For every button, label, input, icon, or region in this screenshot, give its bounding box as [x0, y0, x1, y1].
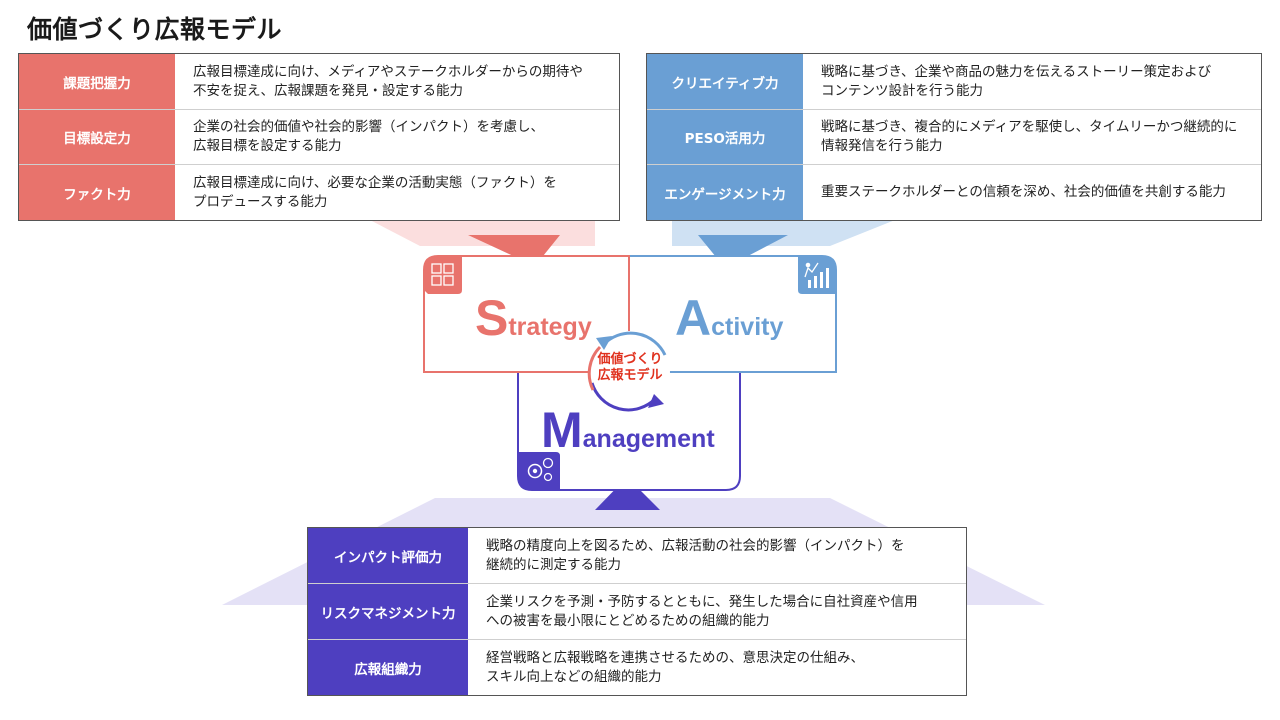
- activity-rest: ctivity: [711, 313, 783, 341]
- row-description-line: 経営戦略と広報戦略を連携させるための、意思決定の仕組み、: [486, 649, 864, 666]
- row-description-line: 戦略の精度向上を図るため、広報活動の社会的影響（インパクト）を: [486, 537, 905, 554]
- management-row-risk-management: リスクマネジメント力 企業リスクを予測・予防するとともに、発生した場合に自社資産…: [308, 584, 966, 639]
- strategy-rest: trategy: [508, 313, 591, 341]
- strategy-row-goal-setting: 目標設定力 企業の社会的価値や社会的影響（インパクト）を考慮し、 広報目標を設定…: [19, 110, 619, 164]
- row-label: インパクト評価力: [308, 528, 468, 583]
- strategy-funnel: [370, 220, 595, 246]
- row-description-line: スキル向上などの組織的能力: [486, 668, 662, 685]
- cycle-center-background: [588, 331, 670, 413]
- strategy-initial: S: [475, 290, 508, 346]
- row-label: リスクマネジメント力: [308, 584, 468, 639]
- management-pointer-triangle: [595, 477, 660, 510]
- row-description-line: プロデュースする能力: [193, 193, 328, 210]
- center-label-line-1: 価値づくり: [597, 352, 663, 367]
- row-description-line: 重要ステークホルダーとの信頼を深め、社会的価値を共創する能力: [821, 184, 1226, 200]
- management-row-pr-organization: 広報組織力 経営戦略と広報戦略を連携させるための、意思決定の仕組み、 スキル向上…: [308, 640, 966, 695]
- row-divider: [19, 164, 619, 165]
- puzzle-icon: [424, 256, 462, 294]
- cycle-arrowhead-top: [596, 336, 612, 350]
- management-abilities-panel: インパクト評価力 戦略の精度向上を図るため、広報活動の社会的影響（インパクト）を…: [307, 527, 967, 696]
- row-description: 広報目標達成に向け、メディアやステークホルダーからの期待や 不安を捉え、広報課題…: [175, 54, 619, 109]
- cycle-arrowhead-bottom: [648, 394, 664, 408]
- row-description-line: 企業リスクを予測・予防するとともに、発生した場合に自社資産や信用: [486, 593, 918, 610]
- row-description-line: 広報目標を設定する能力: [193, 138, 342, 154]
- strategy-row-fact: ファクト力 広報目標達成に向け、必要な企業の活動実態（ファクト）を プロデュース…: [19, 165, 619, 220]
- row-description-line: 戦略に基づき、複合的にメディアを駆使し、タイムリーかつ継続的に: [821, 119, 1238, 135]
- cycle-arrow-bottom: [590, 382, 657, 412]
- row-label: PESO活用力: [647, 110, 803, 164]
- row-label: ファクト力: [19, 165, 175, 220]
- row-label: 広報組織力: [308, 640, 468, 695]
- row-description-line: 不安を捉え、広報課題を発見・設定する能力: [193, 82, 463, 99]
- center-label-line-2: 広報モデル: [597, 368, 663, 383]
- center-cycle-label: 価値づくり 広報モデル: [586, 352, 674, 384]
- management-rest: anagement: [583, 425, 716, 453]
- activity-initial: A: [675, 290, 711, 346]
- management-initial: M: [541, 402, 583, 458]
- row-description-line: 広報目標達成に向け、メディアやステークホルダーからの期待や: [193, 63, 583, 80]
- activity-abilities-panel: クリエイティブ力 戦略に基づき、企業や商品の魅力を伝えるストーリー策定および コ…: [646, 53, 1262, 221]
- row-divider: [308, 639, 966, 640]
- row-description-line: 継続的に測定する能力: [486, 556, 621, 573]
- activity-wordmark: Activity: [675, 290, 783, 346]
- row-label: クリエイティブ力: [647, 54, 803, 109]
- row-label: 目標設定力: [19, 110, 175, 164]
- growth-chart-icon: [798, 256, 836, 294]
- row-description-line: 広報目標達成に向け、必要な企業の活動実態（ファクト）を: [193, 174, 557, 191]
- row-divider: [19, 109, 619, 110]
- row-divider: [308, 583, 966, 584]
- row-label: エンゲージメント力: [647, 165, 803, 220]
- activity-row-engagement: エンゲージメント力 重要ステークホルダーとの信頼を深め、社会的価値を共創する能力: [647, 165, 1261, 220]
- row-description: 戦略の精度向上を図るため、広報活動の社会的影響（インパクト）を 継続的に測定する…: [468, 528, 966, 583]
- row-description-line: コンテンツ設計を行う能力: [821, 82, 983, 99]
- strategy-row-problem-grasp: 課題把握力 広報目標達成に向け、メディアやステークホルダーからの期待や 不安を捉…: [19, 54, 619, 109]
- row-divider: [647, 109, 1261, 110]
- gears-icon: [518, 452, 560, 490]
- row-description: 経営戦略と広報戦略を連携させるための、意思決定の仕組み、 スキル向上などの組織的…: [468, 640, 966, 695]
- row-description: 企業リスクを予測・予防するとともに、発生した場合に自社資産や信用 への被害を最小…: [468, 584, 966, 639]
- page-title: 価値づくり広報モデル: [27, 15, 283, 44]
- row-description: 重要ステークホルダーとの信頼を深め、社会的価値を共創する能力: [803, 165, 1261, 220]
- row-description-line: 情報発信を行う能力: [821, 138, 943, 154]
- row-label: 課題把握力: [19, 54, 175, 109]
- cycle-arrow-left: [587, 345, 602, 391]
- activity-row-peso: PESO活用力 戦略に基づき、複合的にメディアを駆使し、タイムリーかつ継続的に …: [647, 110, 1261, 164]
- activity-row-creative: クリエイティブ力 戦略に基づき、企業や商品の魅力を伝えるストーリー策定および コ…: [647, 54, 1261, 109]
- strategy-wordmark: Strategy: [475, 290, 592, 346]
- row-description: 企業の社会的価値や社会的影響（インパクト）を考慮し、 広報目標を設定する能力: [175, 110, 619, 164]
- row-description: 戦略に基づき、企業や商品の魅力を伝えるストーリー策定および コンテンツ設計を行う…: [803, 54, 1261, 109]
- strategy-abilities-panel: 課題把握力 広報目標達成に向け、メディアやステークホルダーからの期待や 不安を捉…: [18, 53, 620, 221]
- management-row-impact-evaluation: インパクト評価力 戦略の精度向上を図るため、広報活動の社会的影響（インパクト）を…: [308, 528, 966, 583]
- row-divider: [647, 164, 1261, 165]
- row-description-line: 戦略に基づき、企業や商品の魅力を伝えるストーリー策定および: [821, 63, 1212, 80]
- management-wordmark: Management: [541, 402, 715, 458]
- row-description-line: 企業の社会的価値や社会的影響（インパクト）を考慮し、: [193, 119, 544, 135]
- row-description: 戦略に基づき、複合的にメディアを駆使し、タイムリーかつ継続的に 情報発信を行う能…: [803, 110, 1261, 164]
- row-description-line: への被害を最小限にとどめるための組織的能力: [486, 612, 770, 629]
- row-description: 広報目標達成に向け、必要な企業の活動実態（ファクト）を プロデュースする能力: [175, 165, 619, 220]
